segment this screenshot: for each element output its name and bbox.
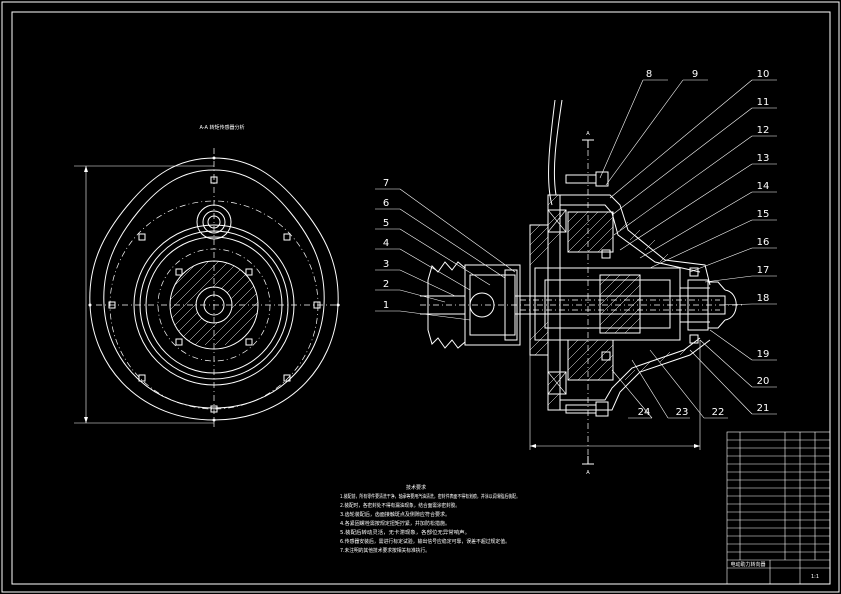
part-label: 17 (757, 265, 770, 276)
inner-border (11, 11, 831, 585)
left-view-title: A-A 转矩传感器分析 (199, 124, 244, 131)
part-label: 20 (757, 376, 770, 387)
part-label: 4 (383, 238, 389, 249)
leaders (375, 79, 777, 419)
part-label: 23 (676, 407, 689, 418)
notes-title: 技术要求 (406, 484, 426, 491)
part-label: 1 (383, 300, 389, 311)
part-label: 11 (757, 97, 770, 108)
part-label: 12 (757, 125, 770, 136)
part-label: 6 (383, 198, 389, 209)
part-label: 13 (757, 153, 770, 164)
part-label: 9 (692, 69, 698, 80)
part-label: 8 (646, 69, 652, 80)
outer-bolts (108, 176, 321, 413)
part-label: 15 (757, 209, 770, 220)
housing-outline (89, 157, 339, 421)
part-label: 16 (757, 237, 770, 248)
part-label: 10 (757, 69, 770, 80)
part-labels: 7 6 5 4 3 2 1 8 9 10 11 12 13 14 15 16 1… (383, 69, 770, 418)
part-label: 21 (757, 403, 770, 414)
title-block-name: 电动助力转向器 (730, 561, 765, 568)
left-view: A-A 转矩传感器分析 (74, 124, 342, 430)
note-line: 6.传感器安装后，需进行标定试验，输出信号应稳定可靠，误差不超过规定值。 (340, 538, 510, 545)
note-line: 7.未注明的其他技术要求按相关标准执行。 (340, 547, 430, 554)
note-line: 4.各紧固螺栓需按规定扭矩拧紧，并加防松措施。 (340, 520, 450, 527)
part-label: 19 (757, 349, 770, 360)
title-block: 电动助力转向器 1:1 (726, 431, 831, 585)
section-marker-top: A (586, 131, 590, 137)
part-label: 14 (757, 181, 770, 192)
part-label: 18 (757, 293, 770, 304)
section-marker-bottom: A (586, 470, 590, 476)
note-line: 3.齿轮装配后，齿面接触斑点及侧隙应符合要求。 (340, 511, 450, 518)
technical-notes: 技术要求 1.装配前，所有零件要清洗干净，轴承等要用汽油清洗，密封件表面不得有划… (340, 484, 520, 554)
note-line: 1.装配前，所有零件要清洗干净，轴承等要用汽油清洗，密封件表面不得有划痕，并涂以… (340, 493, 520, 500)
part-label: 2 (383, 279, 389, 290)
part-label: 3 (383, 259, 389, 270)
part-label: 24 (638, 407, 651, 418)
part-label: 22 (712, 407, 725, 418)
part-label: 7 (383, 178, 389, 189)
note-line: 5.装配后转动灵活，无卡滞现象，各部位无异常响声。 (340, 529, 470, 536)
title-block-scale: 1:1 (811, 574, 819, 580)
inner-bolts (175, 268, 253, 346)
section-view: A A (420, 99, 745, 476)
note-line: 2.装配时，各密封处不得有漏油现象，结合面需涂密封胶。 (340, 502, 460, 509)
part-label: 5 (383, 218, 389, 229)
